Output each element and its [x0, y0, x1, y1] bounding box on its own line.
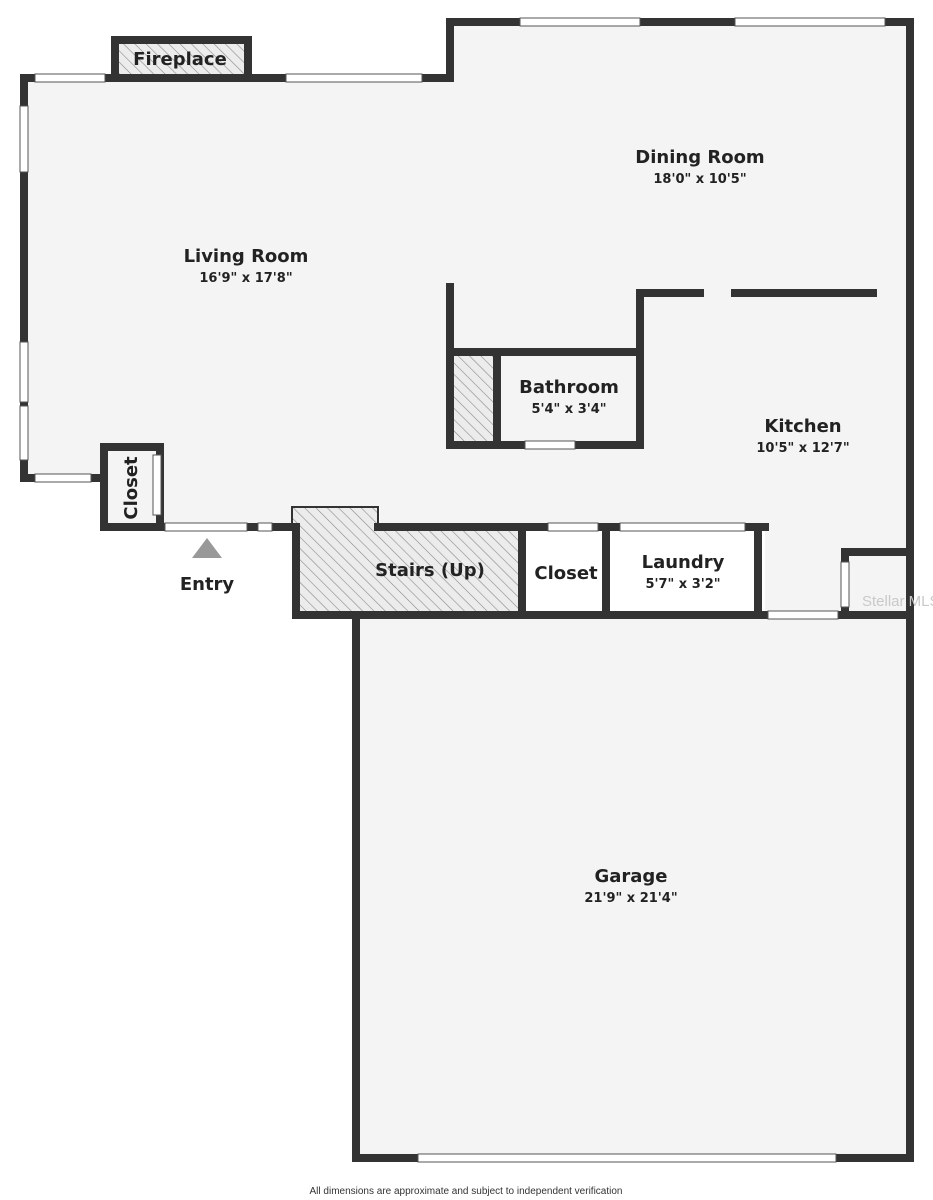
garage-dims: 21'9" x 21'4": [584, 891, 677, 906]
kitchen-label: Kitchen: [764, 416, 841, 437]
stairs-hatch: [292, 507, 522, 613]
fireplace-label: Fireplace: [133, 49, 227, 70]
kitchen-dims: 10'5" x 12'7": [756, 441, 849, 456]
watermark: Stellar MLS: [862, 593, 933, 610]
entry-arrow-icon: [192, 538, 222, 558]
stairs-outline: [291, 506, 379, 527]
windows: [19, 17, 886, 1163]
floor-areas: [24, 22, 910, 1158]
dining-room-label: Dining Room: [635, 147, 764, 168]
garage-label: Garage: [594, 866, 667, 887]
hall-closet-label: Closet: [534, 563, 598, 584]
dining-room-dims: 18'0" x 10'5": [653, 172, 746, 187]
fireplace-hatch: [115, 40, 248, 76]
bathroom-dims: 5'4" x 3'4": [531, 402, 606, 417]
bathroom-label: Bathroom: [519, 377, 619, 398]
stairs-label: Stairs (Up): [375, 560, 485, 581]
entry-closet-label: Closet: [121, 456, 142, 520]
laundry-dims: 5'7" x 3'2": [645, 577, 720, 592]
living-room-dims: 16'9" x 17'8": [199, 271, 292, 286]
living-room-label: Living Room: [184, 246, 309, 267]
footer-note: All dimensions are approximate and subje…: [310, 1186, 623, 1197]
laundry-label: Laundry: [642, 552, 725, 573]
hatched-areas: [115, 40, 522, 613]
entry-label: Entry: [180, 574, 235, 595]
bathroom-fixture-hatch: [453, 355, 495, 443]
